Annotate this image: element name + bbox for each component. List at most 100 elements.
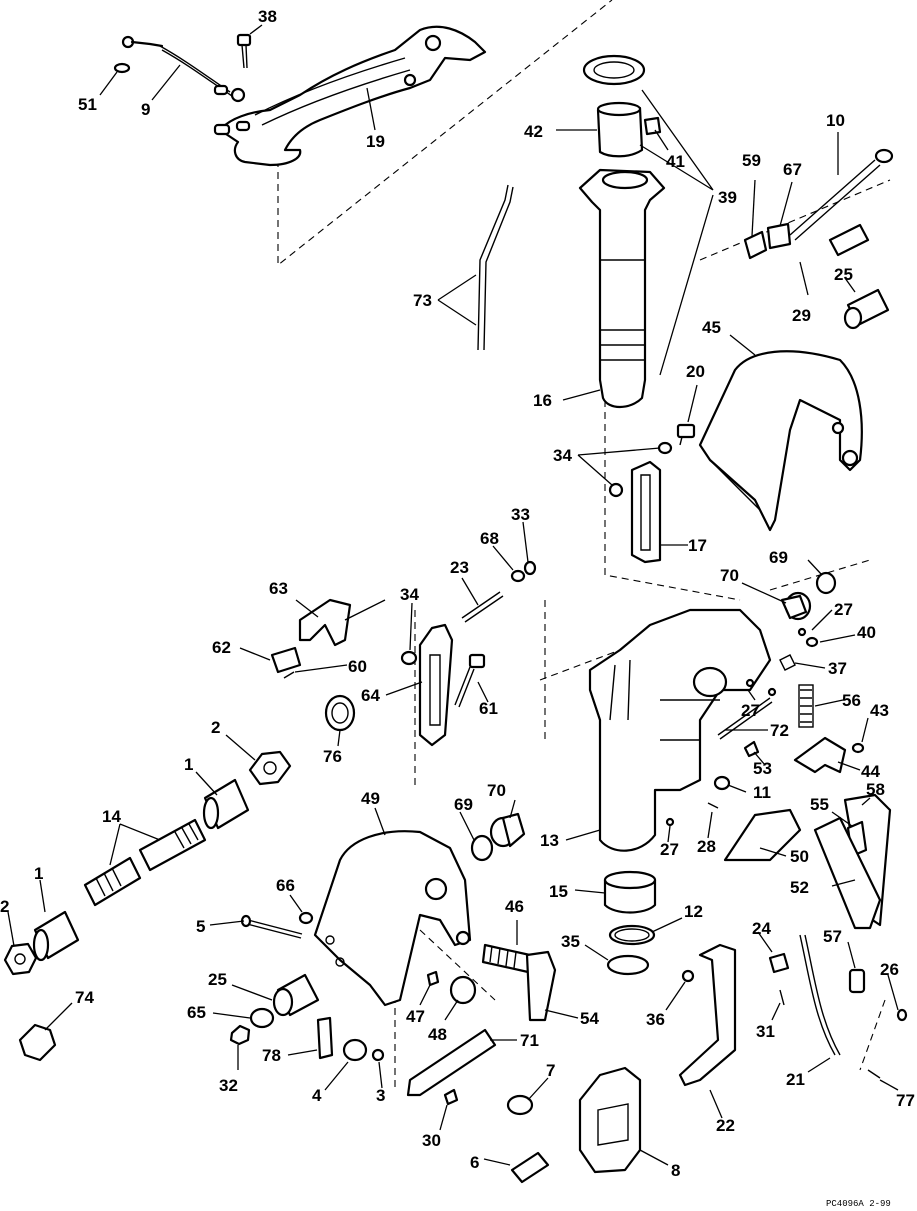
lever-63 bbox=[298, 598, 386, 647]
bracket-44 bbox=[793, 736, 847, 774]
nut-32 bbox=[229, 1024, 251, 1046]
bushing-42 bbox=[596, 101, 644, 158]
callout-15: 15 bbox=[549, 882, 568, 901]
callout-2-upper: 2 bbox=[211, 718, 220, 737]
bushing-70-upper bbox=[780, 591, 812, 621]
bushing-25-lower bbox=[272, 973, 320, 1017]
nut-2-upper bbox=[248, 750, 292, 786]
callout-8: 8 bbox=[671, 1161, 680, 1180]
pin-23 bbox=[461, 591, 504, 623]
callout-17: 17 bbox=[688, 536, 707, 555]
bolt-72 bbox=[717, 697, 773, 740]
callout-28: 28 bbox=[697, 837, 716, 856]
callout-69-lower: 69 bbox=[454, 795, 473, 814]
nut-3 bbox=[371, 1048, 385, 1062]
callout-1-lower: 1 bbox=[34, 864, 43, 883]
callout-73: 73 bbox=[413, 291, 432, 310]
ground-cable-9 bbox=[121, 35, 246, 103]
disc-48 bbox=[449, 975, 477, 1005]
bushing-25-upper bbox=[843, 288, 890, 330]
clip-7 bbox=[506, 1094, 534, 1116]
callout-76: 76 bbox=[323, 747, 342, 766]
bolt-10 bbox=[789, 148, 894, 257]
callout-62: 62 bbox=[212, 638, 231, 657]
callout-53: 53 bbox=[753, 759, 772, 778]
callout-10: 10 bbox=[826, 111, 845, 130]
bushing-15 bbox=[603, 870, 657, 914]
callout-61: 61 bbox=[479, 699, 498, 718]
pin-27-group bbox=[665, 627, 807, 827]
washer-43 bbox=[851, 742, 865, 754]
callout-16: 16 bbox=[533, 391, 552, 410]
callout-48: 48 bbox=[428, 1025, 447, 1044]
callout-70-upper: 70 bbox=[720, 566, 739, 585]
threaded-rod-14 bbox=[83, 818, 207, 907]
callout-38: 38 bbox=[258, 7, 277, 26]
swivel-bracket-13 bbox=[588, 608, 772, 852]
plate-78 bbox=[316, 1016, 334, 1060]
callout-20: 20 bbox=[686, 362, 705, 381]
bracket-8 bbox=[578, 1066, 642, 1174]
bushing-70-lower bbox=[489, 812, 526, 848]
spring-31 bbox=[779, 989, 785, 1006]
link-17 bbox=[630, 460, 662, 564]
callout-31: 31 bbox=[756, 1022, 775, 1041]
callout-58: 58 bbox=[866, 780, 885, 799]
callout-59: 59 bbox=[742, 151, 761, 170]
stern-bracket-49 bbox=[313, 830, 472, 1007]
bushing-1-lower bbox=[32, 910, 80, 962]
steering-tube-16 bbox=[578, 168, 666, 409]
nut-2-lower bbox=[3, 942, 38, 976]
callout-70-lower: 70 bbox=[487, 781, 506, 800]
link-rod-73 bbox=[477, 184, 514, 351]
spring-56 bbox=[798, 684, 814, 728]
washer-69-lower bbox=[470, 834, 494, 862]
callout-34-lower: 34 bbox=[400, 585, 419, 604]
callout-3: 3 bbox=[376, 1086, 385, 1105]
washer-68 bbox=[510, 569, 526, 583]
callout-77: 77 bbox=[896, 1091, 915, 1110]
callout-72: 72 bbox=[770, 721, 789, 740]
washer-69-upper bbox=[815, 571, 837, 595]
callout-68: 68 bbox=[480, 529, 499, 548]
callout-13: 13 bbox=[540, 831, 559, 850]
callout-9: 9 bbox=[141, 100, 150, 119]
callout-71: 71 bbox=[520, 1031, 539, 1050]
callout-32: 32 bbox=[219, 1076, 238, 1095]
callout-1-upper: 1 bbox=[184, 755, 193, 774]
callout-19: 19 bbox=[366, 132, 385, 151]
plate-24 bbox=[768, 952, 790, 974]
cable-21 bbox=[799, 934, 841, 1056]
callout-22: 22 bbox=[716, 1116, 735, 1135]
callout-46: 46 bbox=[505, 897, 524, 916]
callout-42: 42 bbox=[524, 122, 543, 141]
link-64 bbox=[418, 623, 454, 747]
callout-39: 39 bbox=[718, 188, 737, 207]
callout-26: 26 bbox=[880, 960, 899, 979]
callout-36: 36 bbox=[646, 1010, 665, 1029]
screw-60 bbox=[283, 671, 295, 679]
callout-41: 41 bbox=[666, 152, 685, 171]
callout-33: 33 bbox=[511, 505, 530, 524]
callout-27-b: 27 bbox=[741, 701, 760, 720]
callout-21: 21 bbox=[786, 1070, 805, 1089]
pin-26 bbox=[896, 1008, 908, 1022]
callout-44: 44 bbox=[861, 762, 880, 781]
callout-43: 43 bbox=[870, 701, 889, 720]
nut-66 bbox=[298, 911, 314, 925]
callout-12: 12 bbox=[684, 902, 703, 921]
callout-30: 30 bbox=[422, 1131, 441, 1150]
callout-2-lower: 2 bbox=[0, 897, 9, 916]
bracket-45 bbox=[698, 350, 863, 532]
bushing-1-upper bbox=[202, 778, 250, 830]
plate-52 bbox=[813, 816, 882, 930]
callout-74: 74 bbox=[75, 988, 94, 1007]
callout-69-upper: 69 bbox=[769, 548, 788, 567]
callout-66: 66 bbox=[276, 876, 295, 895]
plate-50 bbox=[723, 808, 802, 862]
bolt-61 bbox=[454, 653, 486, 708]
callout-52: 52 bbox=[790, 878, 809, 897]
callout-47: 47 bbox=[406, 1007, 425, 1026]
clip-62 bbox=[270, 646, 302, 674]
